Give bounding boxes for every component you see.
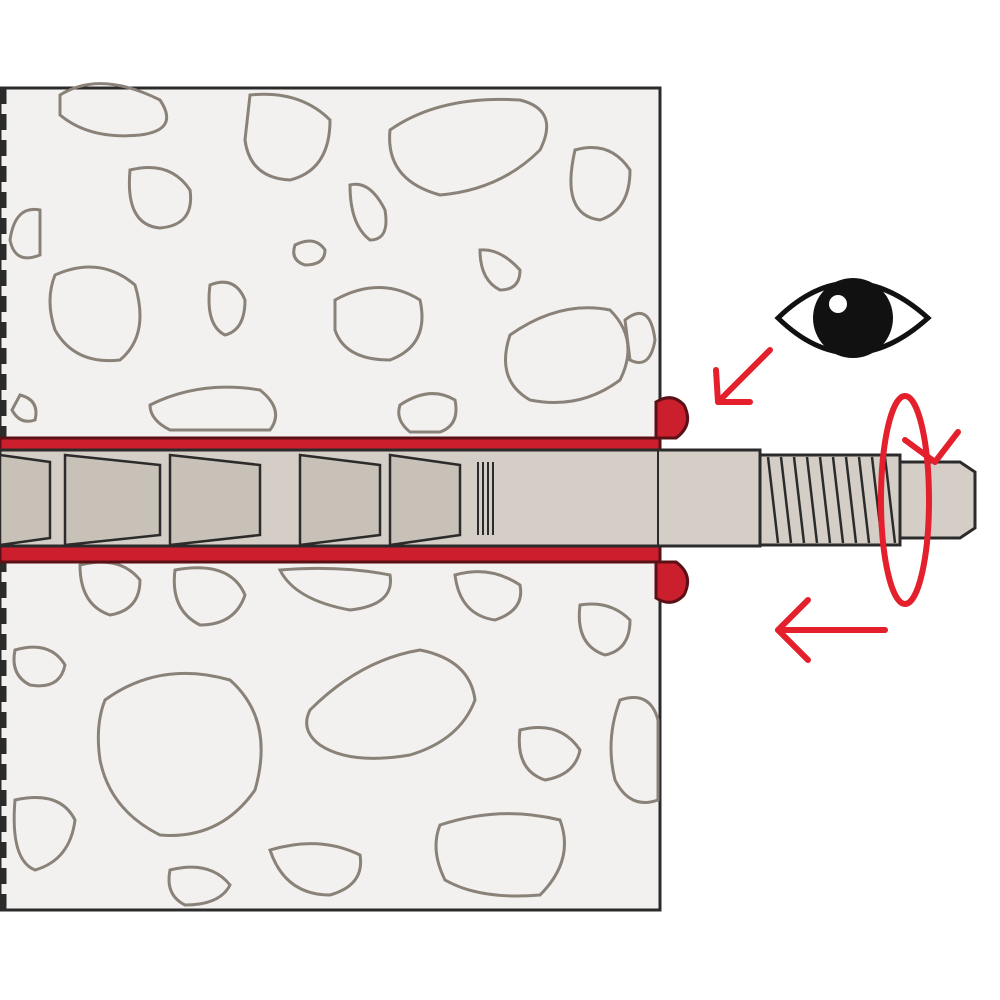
stone: [148, 385, 278, 432]
stone: [577, 602, 632, 657]
rod-threads: [766, 456, 897, 544]
rod-marking: [477, 462, 494, 535]
stone: [277, 566, 392, 612]
stone: [8, 207, 42, 260]
stone: [167, 865, 232, 907]
stone: [12, 645, 67, 688]
rod-cone: [298, 453, 382, 547]
stone: [243, 92, 332, 182]
stone: [517, 726, 582, 782]
stone: [292, 239, 327, 267]
insert-arrow-icon: [713, 347, 773, 405]
rod-cone: [388, 453, 462, 547]
stone: [453, 570, 523, 622]
stone: [48, 265, 142, 363]
stone: [348, 182, 388, 242]
rod-cone: [63, 453, 162, 547]
stone: [10, 393, 38, 423]
eye-icon: [774, 278, 932, 358]
stone: [397, 392, 458, 434]
stone: [12, 796, 77, 872]
anchor-rod: [0, 448, 977, 548]
stone: [609, 696, 660, 804]
stone: [78, 560, 142, 617]
rod-cone: [168, 453, 262, 547]
stone: [388, 97, 549, 197]
aggregate-stones: [8, 82, 660, 907]
rotation-icon: [878, 393, 961, 607]
stone: [305, 648, 477, 760]
mortar-overflow-bottom: [654, 560, 690, 604]
rod-tip: [898, 460, 977, 540]
stone: [172, 566, 247, 627]
push-arrow-icon: [775, 597, 888, 663]
stone: [268, 842, 363, 897]
stone: [127, 166, 193, 230]
stone: [569, 146, 632, 222]
stone: [96, 671, 263, 837]
stone: [434, 812, 566, 898]
stone: [58, 82, 169, 138]
rod-thread-section: [758, 453, 902, 547]
stone: [504, 306, 630, 404]
stone: [623, 311, 657, 364]
stone: [207, 280, 247, 337]
stone: [478, 248, 522, 292]
mortar-overflow-top: [654, 396, 690, 440]
stone: [333, 286, 424, 362]
rod-cone: [0, 453, 52, 547]
